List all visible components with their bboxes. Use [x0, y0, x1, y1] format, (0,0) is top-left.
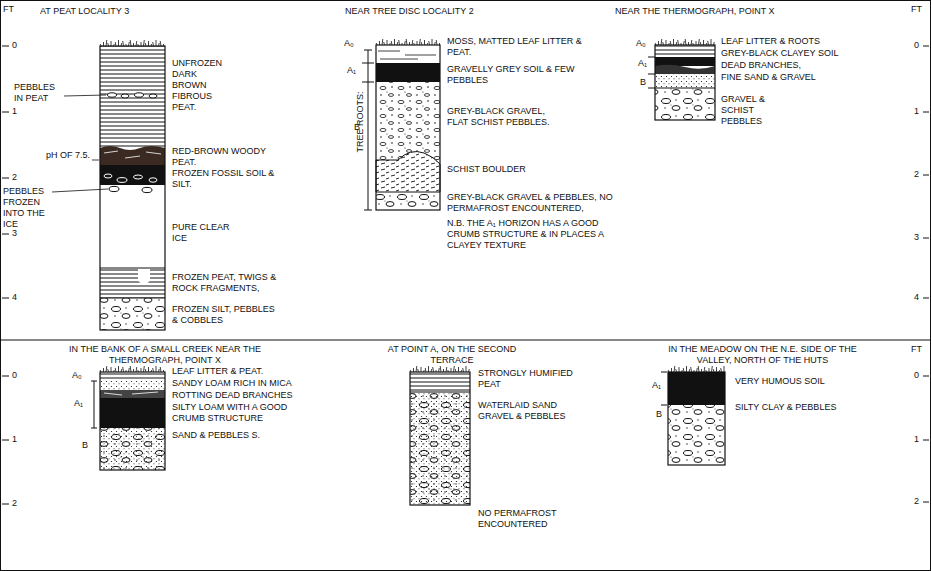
layer-label: MOSS, MATTED LEAF LITTER & PEAT.: [447, 36, 597, 58]
scale-number: 0: [914, 370, 919, 381]
layer-label: DEAD BRANCHES,: [721, 60, 801, 71]
profile-heading: AT PEAT LOCALITY 3: [40, 6, 129, 17]
layer-label: RED-BROWN WOODY PEAT.: [172, 146, 284, 168]
grass-tuft: [410, 366, 469, 372]
layer-label: NO PERMAFROST ENCOUNTERED: [478, 508, 588, 530]
layer-label: GREY-BLACK GRAVEL & PEBBLES, NO PERMAFRO…: [447, 192, 622, 214]
scale-number: FT: [911, 344, 922, 355]
grass-tuft: [100, 40, 163, 46]
layer-label: GREY-BLACK GRAVEL, FLAT SCHIST PEBBLES.: [447, 106, 567, 128]
horizon-label: A₁: [652, 380, 661, 391]
scale-number: 2: [12, 172, 17, 183]
layer-label: STRONGLY HUMIFIED PEAT: [478, 368, 588, 390]
scale-number: 4: [12, 292, 17, 303]
layer-label: ROTTING DEAD BRANCHES: [172, 390, 293, 401]
scale-number: 2: [914, 496, 919, 507]
scale-number: 0: [12, 370, 17, 381]
horizon-label: A₁: [638, 58, 647, 69]
scale-number: 3: [914, 232, 919, 243]
scale-number: 1: [12, 106, 17, 117]
scale-number: 1: [914, 434, 919, 445]
layer-label: N.B. THE A₁ HORIZON HAS A GOOD CRUMB STR…: [447, 218, 632, 251]
scale-number: 3: [12, 228, 17, 239]
horizon-label: A₁: [347, 65, 356, 76]
scale-number: 4: [914, 292, 919, 303]
layer-label: SILTY LOAM WITH A GOOD CRUMB STRUCTURE: [172, 402, 317, 424]
profile-heading: IN THE MEADOW ON THE N.E. SIDE OF THE VA…: [650, 344, 875, 366]
layer-label: FROZEN SILT, PEBBLES & COBBLES: [172, 304, 282, 326]
layer-label: WATERLAID SAND GRAVEL & PEBBLES: [478, 400, 588, 422]
layer-label: GREY-BLACK CLAYEY SOIL: [721, 48, 838, 59]
layer-label: SAND & PEBBLES S.: [172, 430, 260, 441]
grass-tuft: [655, 39, 714, 45]
layer-label: FINE SAND & GRAVEL: [721, 72, 816, 83]
layer-label: SCHIST BOULDER: [447, 164, 526, 175]
grass-tuft: [376, 39, 439, 45]
profile-heading: IN THE BANK OF A SMALL CREEK NEAR THE TH…: [40, 344, 290, 366]
profile-heading: AT POINT A, ON THE SECOND TERRACE: [372, 344, 532, 366]
layer-label: pH OF 7.5.: [40, 150, 90, 161]
grass-tuft: [100, 366, 163, 372]
layer-label: PURE CLEAR ICE: [172, 222, 242, 244]
layer-label: FROZEN FOSSIL SOIL & SILT.: [172, 168, 282, 190]
bracket-label: TREE ROOTS:: [355, 91, 366, 152]
horizon-label: A₁: [74, 398, 83, 409]
scale-number: FT: [911, 4, 922, 15]
horizon-label: A₀: [344, 38, 354, 49]
horizon-label: A₀: [636, 38, 646, 49]
profile-heading: NEAR TREE DISC LOCALITY 2: [345, 6, 474, 17]
scale-number: 0: [914, 40, 919, 51]
scale-number: 2: [12, 498, 17, 509]
layer-label: PEBBLES IN PEAT: [14, 82, 64, 104]
scale-number: 1: [12, 434, 17, 445]
scale-number: FT: [3, 4, 14, 15]
scale-number: 0: [12, 40, 17, 51]
profile-heading: NEAR THE THERMOGRAPH, POINT X: [615, 6, 775, 17]
layer-label: GRAVELLY GREY SOIL & FEW PEBBLES: [447, 64, 577, 86]
horizon-label: B: [82, 440, 88, 451]
layer-label: SANDY LOAM RICH IN MICA: [172, 378, 292, 389]
horizon-label: B: [656, 409, 662, 420]
layer-label: PEBBLES FROZEN INTO THE ICE: [3, 186, 51, 230]
layer-label: LEAF LITTER & PEAT.: [172, 366, 263, 377]
layer-label: FROZEN PEAT, TWIGS & ROCK FRAGMENTS,: [172, 272, 302, 294]
scale-number: 1: [914, 106, 919, 117]
layer-label: LEAF LITTER & ROOTS: [721, 36, 820, 47]
layer-label: UNFROZEN DARK BROWN FIBROUS PEAT.: [172, 58, 230, 113]
horizon-label: B: [640, 77, 646, 88]
layer-label: VERY HUMOUS SOIL: [735, 376, 825, 387]
grass-tuft: [668, 366, 724, 372]
layer-label: SILTY CLAY & PEBBLES: [735, 402, 836, 413]
scale-number: 2: [914, 169, 919, 180]
horizon-label: A₀: [72, 370, 82, 381]
layer-label: GRAVEL & SCHIST PEBBLES: [721, 94, 793, 127]
